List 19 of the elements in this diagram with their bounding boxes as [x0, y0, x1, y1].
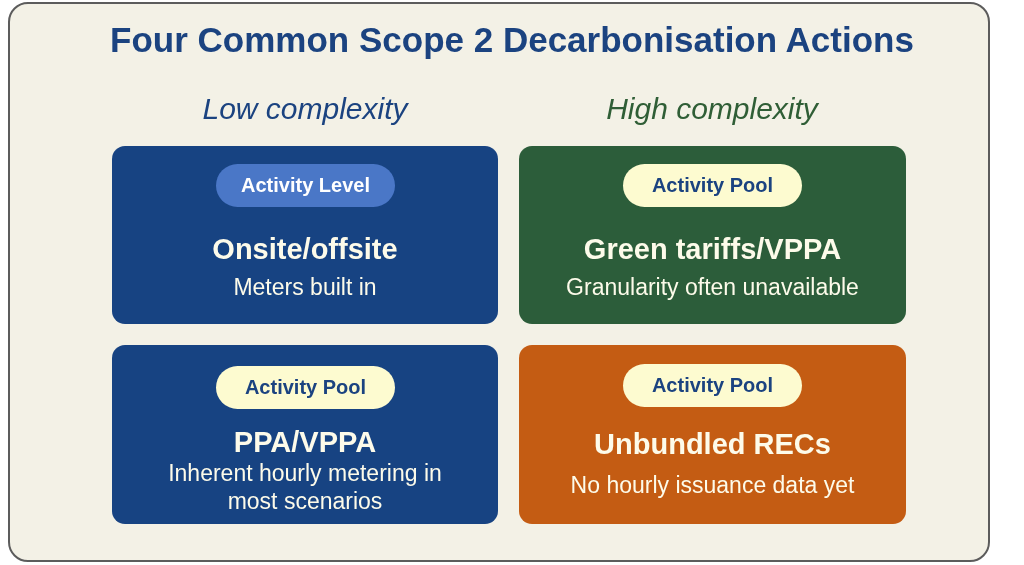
category-card — [519, 345, 906, 524]
column-header: Low complexity — [202, 91, 408, 127]
card-heading: PPA/VPPA — [233, 425, 377, 459]
level-tag: Activity Level — [216, 164, 395, 207]
title: Four Common Scope 2 Decarbonisation Actions — [110, 20, 914, 60]
category-card — [112, 146, 498, 324]
card-heading: Onsite/offsite — [212, 232, 398, 266]
card-description: Inherent hourly metering in most scenarios — [167, 459, 443, 515]
category-card — [112, 345, 498, 524]
level-tag: Activity Pool — [623, 164, 802, 207]
card-description: Granularity often unavailable — [566, 273, 859, 301]
category-card — [519, 146, 906, 324]
level-tag: Activity Pool — [216, 366, 395, 409]
card-description: Meters built in — [233, 273, 377, 301]
card-heading: Green tariffs/VPPA — [583, 232, 842, 266]
column-header: High complexity — [606, 91, 818, 127]
card-heading: Unbundled RECs — [594, 427, 831, 461]
card-description: No hourly issuance data yet — [570, 471, 855, 499]
level-tag: Activity Pool — [623, 364, 802, 407]
